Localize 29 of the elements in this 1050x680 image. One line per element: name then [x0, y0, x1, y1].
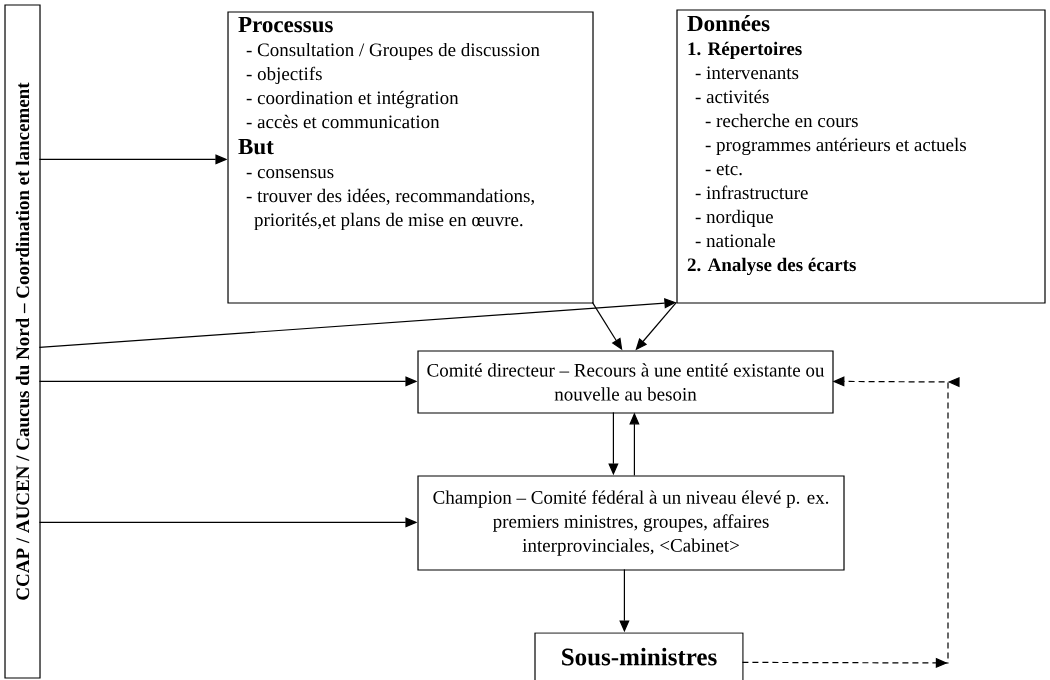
list-item: - Consultation / Groupes de discussion [246, 42, 540, 61]
list-item: - activités [695, 89, 769, 104]
text-box [676, 9, 1046, 304]
box-label: Sous-ministres [562, 647, 717, 666]
list-item: - infrastructure [695, 185, 808, 200]
list-item: - consensus [246, 169, 334, 179]
list-item: - intervenants [695, 66, 799, 80]
list-item: - coordination et intégration [246, 90, 459, 109]
heading: Processus [238, 17, 333, 33]
box-label: Champion – Comité fédéral à un niveau élevé p. ex. premiers ministres, groupes, affaires interprovinciales, <Cabinet> [433, 490, 829, 556]
list-item: - programmes antérieurs et actuels [705, 137, 966, 156]
subheading: 2. Analyse des écarts [687, 257, 856, 276]
list-item: - nationale [695, 233, 776, 248]
vertical-box [4, 4, 41, 679]
list-item: - objectifs [246, 66, 322, 85]
list-item: - accès et communication [246, 114, 440, 129]
list-item: - nordique [695, 209, 773, 227]
heading: Données [687, 15, 770, 32]
vertical-label: CCAP / AUCEN / Caucus du Nord – Coordination et lancement [15, 82, 30, 600]
process-box [534, 632, 744, 680]
text-box [227, 11, 594, 304]
list-item: - recherche en cours [705, 113, 858, 128]
box-label: Comité directeur – Recours à une entité existante ou nouvelle au besoin [427, 363, 825, 401]
process-box [417, 350, 834, 414]
list-item: - etc. [705, 164, 742, 176]
heading: But [238, 139, 274, 155]
list-item: - trouver des idées, recommandations, priorités,et plans de mise en œuvre. [246, 188, 534, 231]
subheading: 1. Répertoires [688, 41, 802, 59]
process-box [417, 475, 845, 571]
